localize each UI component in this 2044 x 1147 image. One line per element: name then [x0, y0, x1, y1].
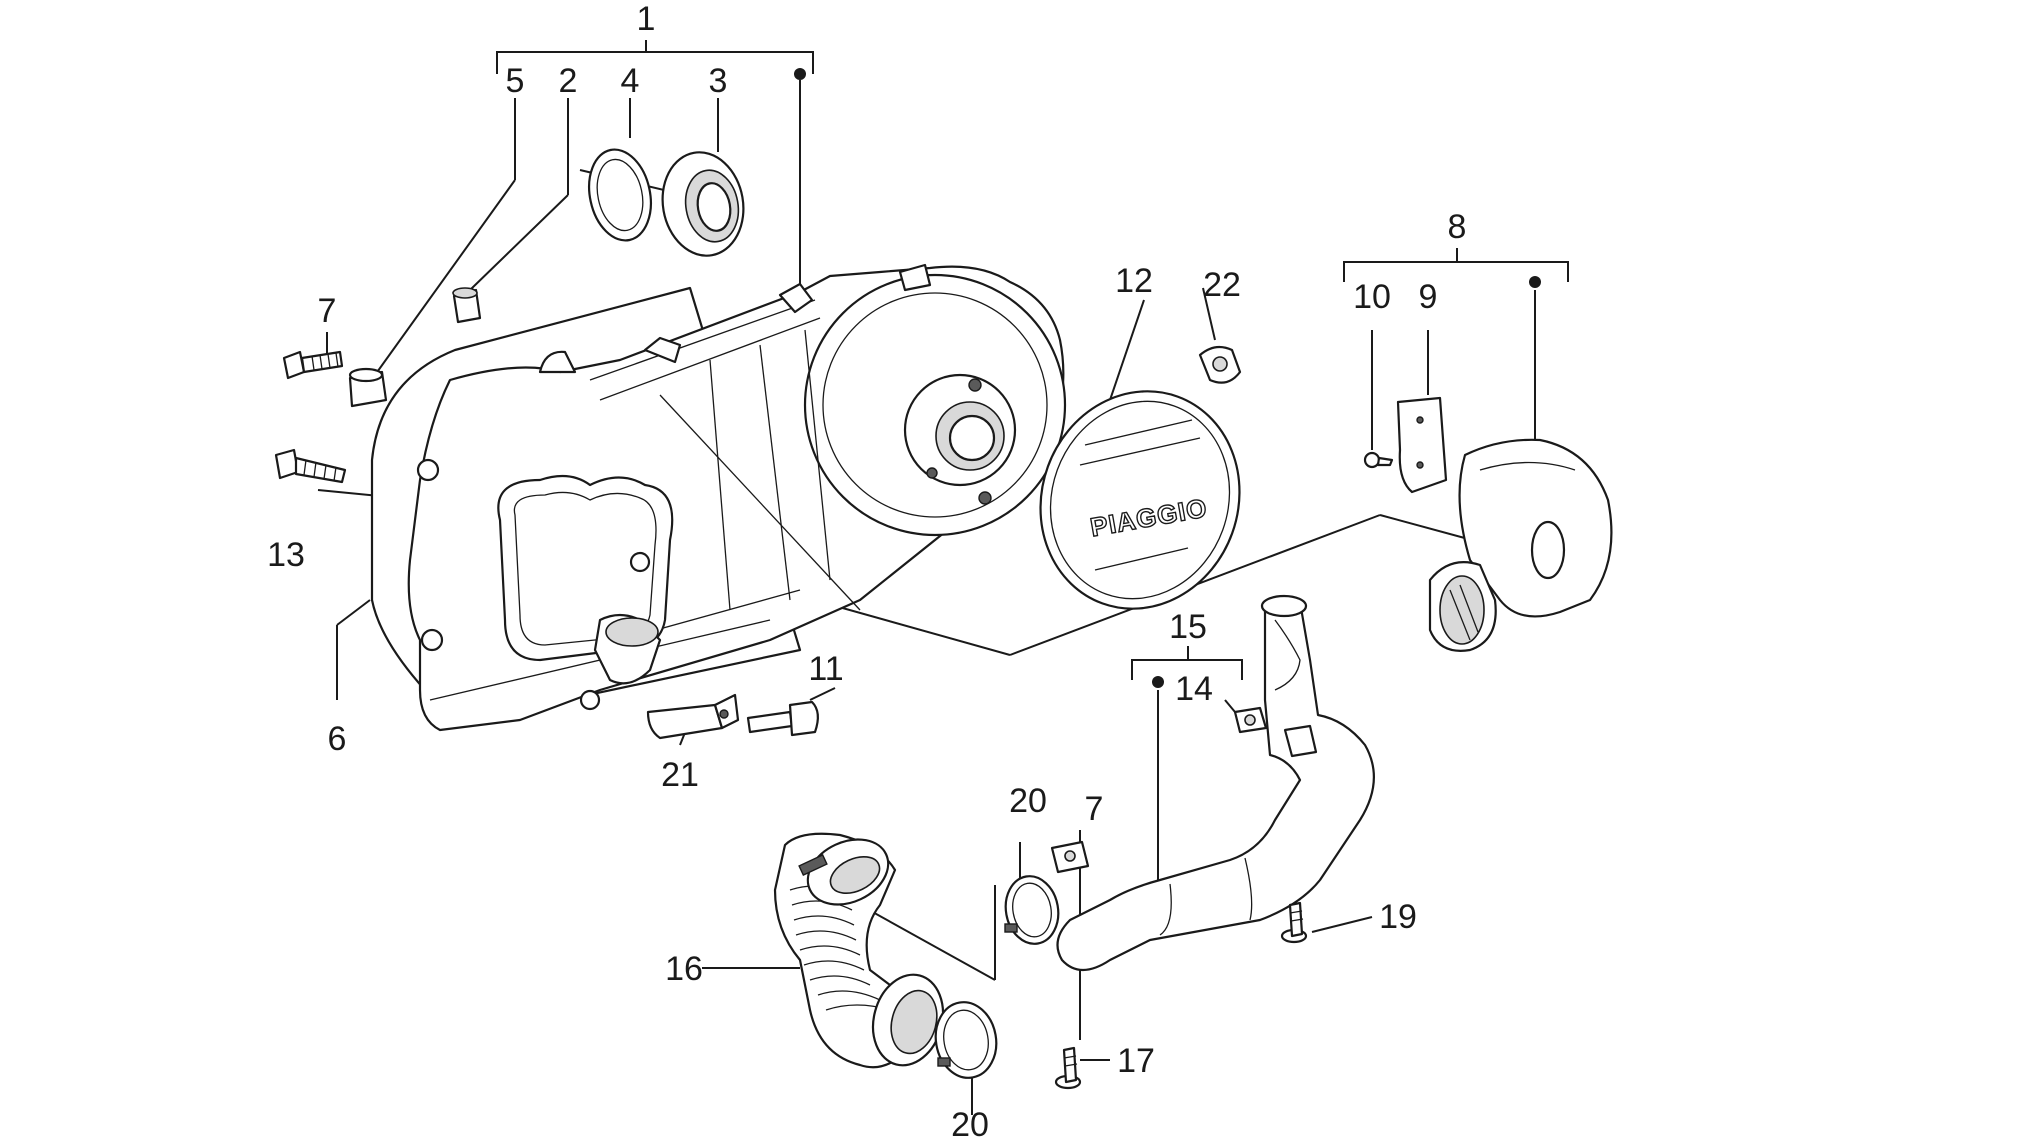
dowel-pin-2	[452, 287, 482, 324]
callout-7-lower: 7	[1085, 790, 1104, 828]
bolt-11	[746, 700, 819, 737]
callout-4: 4	[621, 62, 640, 100]
hose-clamp-20-upper	[1004, 875, 1060, 945]
bracket-group-1	[496, 40, 814, 80]
clip-nut-14	[1233, 706, 1268, 734]
callout-14: 14	[1175, 670, 1213, 708]
screw-10	[1363, 451, 1394, 469]
bolt-7-upper	[282, 350, 344, 380]
callout-17: 17	[1117, 1042, 1155, 1080]
callout-2: 2	[559, 62, 578, 100]
bracket-group-8	[1343, 248, 1569, 288]
bracket-group-15	[1131, 646, 1243, 688]
callout-8: 8	[1448, 208, 1467, 246]
callout-22: 22	[1203, 266, 1241, 304]
screw-17	[1054, 1046, 1082, 1090]
logo-cover-12: PIAGGIO	[1039, 390, 1241, 610]
bellows-hose	[773, 832, 945, 1069]
bracket-21	[646, 693, 740, 740]
callout-11: 11	[808, 650, 843, 688]
clip-nut-22	[1198, 345, 1242, 384]
callout-20-upper: 20	[1009, 782, 1047, 820]
clip-nut-7-lower	[1050, 840, 1090, 874]
transmission-cover	[370, 263, 1067, 732]
callout-5: 5	[506, 62, 525, 100]
callout-20-lower: 20	[951, 1106, 989, 1144]
callout-21: 21	[661, 756, 699, 794]
callout-19: 19	[1379, 898, 1417, 936]
callout-12: 12	[1115, 262, 1153, 300]
bearing-3	[661, 151, 745, 257]
callout-7-upper: 7	[318, 292, 337, 330]
callout-6: 6	[328, 720, 347, 758]
callout-1: 1	[637, 0, 656, 38]
bolt-13	[274, 448, 347, 484]
cooling-duct-hood	[1428, 438, 1613, 652]
callout-16: 16	[665, 950, 703, 988]
intake-tube	[1056, 594, 1375, 972]
callout-labels: 1 2 3 4 5 6 7 7 8 9 10 11 12 13 14 15 16…	[267, 0, 1466, 1144]
hose-clamp-20-lower	[934, 1001, 998, 1079]
bushing-5	[348, 367, 388, 408]
callout-15: 15	[1169, 608, 1207, 646]
screw-19	[1280, 901, 1308, 944]
plate-9	[1396, 396, 1448, 494]
callout-9: 9	[1419, 278, 1438, 316]
callout-13: 13	[267, 536, 305, 574]
callout-10: 10	[1353, 278, 1391, 316]
seal-ring-4	[588, 148, 652, 242]
callout-3: 3	[709, 62, 728, 100]
